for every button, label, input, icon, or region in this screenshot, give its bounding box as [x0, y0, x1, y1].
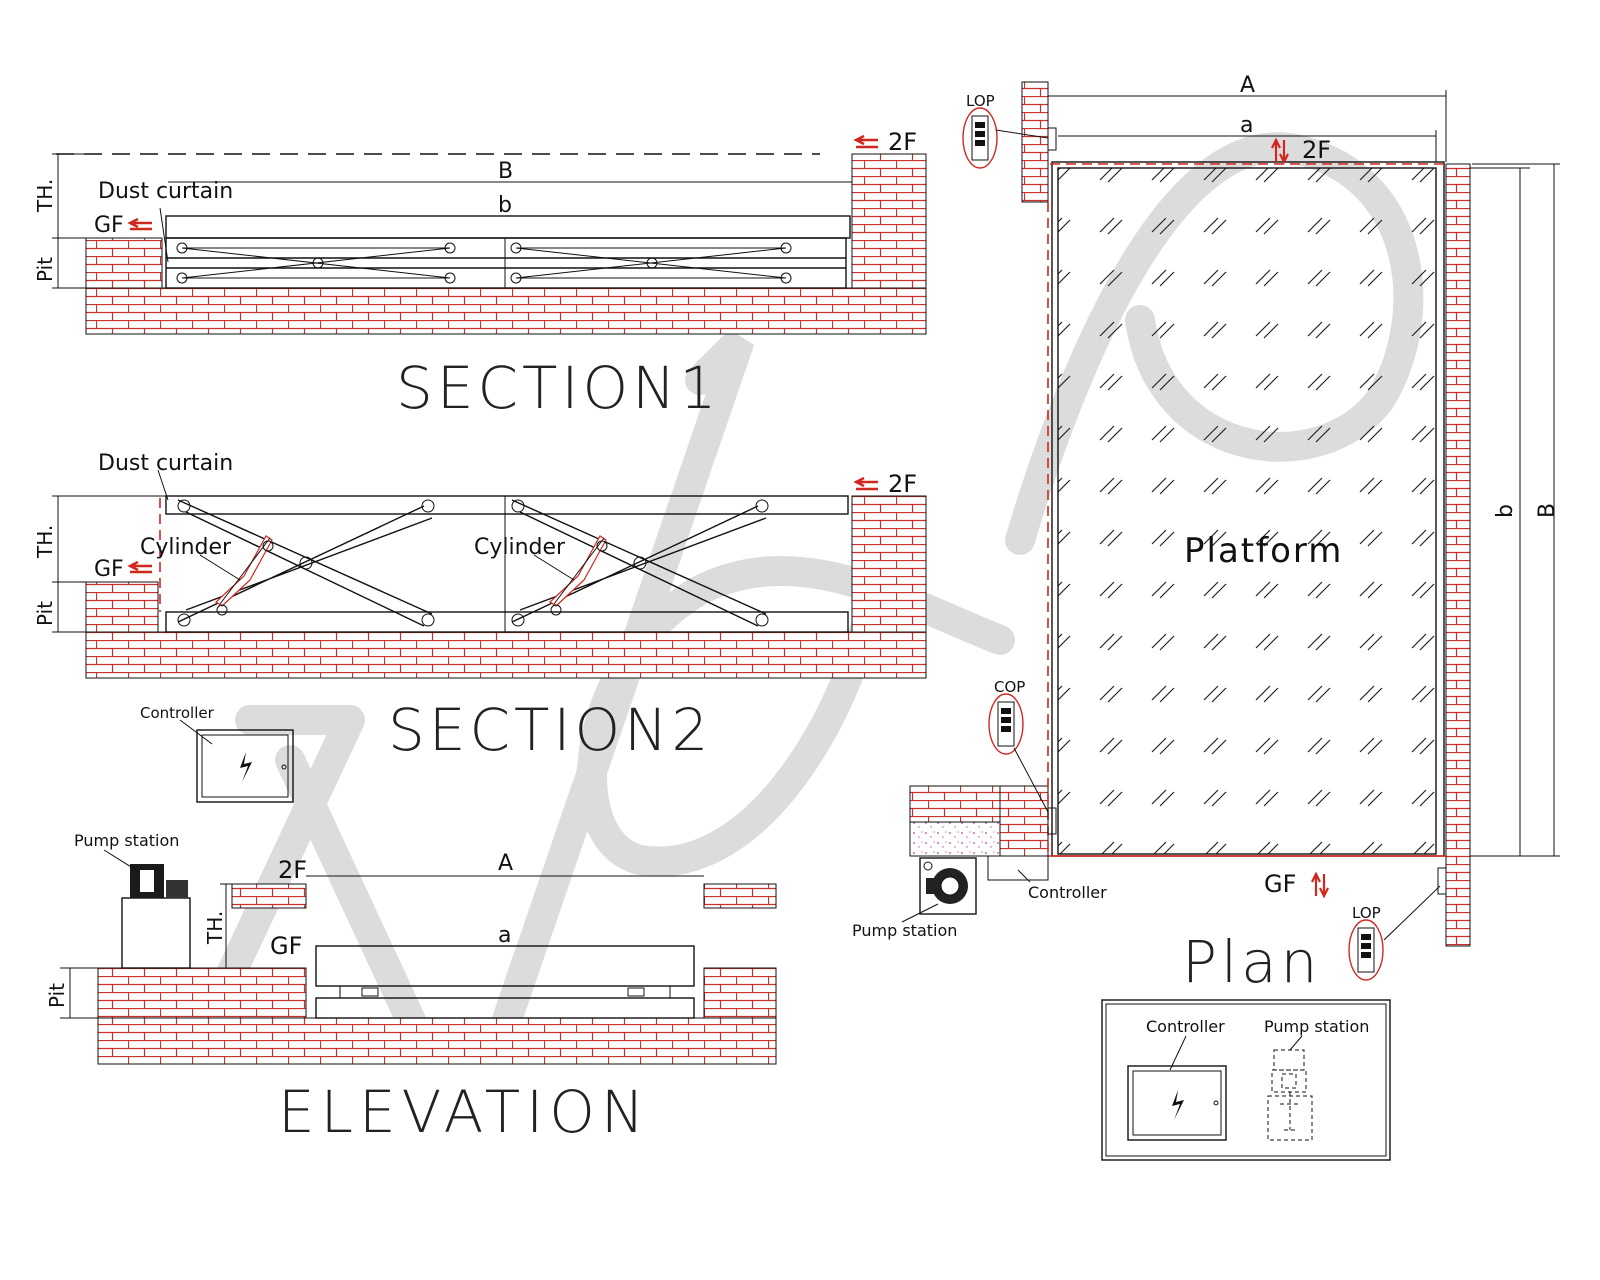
section2-title: SECTION2: [388, 696, 712, 764]
plan-bottom-left-wall-v: [999, 785, 1049, 857]
section2-2f-label: 2F: [888, 470, 917, 498]
plan-2f-label: 2F: [1302, 136, 1331, 164]
plan-lop-top: [962, 107, 1057, 169]
section1-ground-brick: [85, 287, 927, 335]
elevation-right-block: [703, 967, 777, 1019]
elevation-2f-label: 2F: [278, 856, 307, 884]
elevation-ground-brick: [97, 1017, 777, 1065]
section1-gf-label: GF: [94, 213, 124, 238]
plan-right-wall: [1445, 163, 1471, 947]
elevation-pump-station-label: Pump station: [74, 831, 179, 850]
section1-dust-curtain-label: Dust curtain: [98, 179, 233, 204]
plan-top-left-wall: [1021, 81, 1049, 203]
section1-2f-label: 2F: [888, 128, 917, 156]
plan-controller-label: Controller: [1028, 883, 1107, 902]
elevation-th-label: TH.: [203, 911, 227, 945]
plan-dim-a-lower: a: [1240, 113, 1253, 138]
elevation-dim-a-lower: a: [498, 923, 511, 948]
plan-lop-bottom: [1348, 867, 1447, 981]
controller-box-label: Controller: [140, 704, 215, 722]
legend-pump-station-label: Pump station: [1264, 1017, 1369, 1036]
section2-cylinder-left-label: Cylinder: [140, 535, 232, 560]
elevation-drawing: [60, 849, 777, 1065]
section2-cylinder-right: [549, 535, 608, 616]
elevation-gf-label: GF: [270, 932, 302, 960]
section1-drawing: [52, 134, 927, 335]
section1-dim-b-upper: B: [498, 159, 513, 184]
section2-right-wall: [851, 495, 927, 633]
legend-pump-symbol: [1267, 1049, 1313, 1141]
elevation-right-2f-slab: [703, 883, 777, 909]
plan-speckled-pit: [909, 821, 1001, 857]
section1-left-wall: [85, 237, 163, 289]
section2-pit-label: Pit: [33, 601, 57, 626]
plan-cop: [988, 693, 1057, 835]
plan-bottom-left-wall-h: [909, 785, 1001, 823]
section1-th-label: TH.: [33, 179, 57, 213]
plan-drawing: [901, 81, 1560, 981]
plan-platform-label: Platform: [1184, 531, 1343, 571]
section1-pit-label: Pit: [33, 257, 57, 282]
legend-controller-label: Controller: [1146, 1017, 1225, 1036]
plan-pump-station-label: Pump station: [852, 921, 957, 940]
plan-gf-label: GF: [1264, 870, 1296, 898]
section2-th-label: TH.: [33, 525, 57, 559]
elevation-dim-a-upper: A: [498, 851, 513, 876]
legend-controller-symbol: [1127, 1035, 1227, 1141]
elevation-pump-station: [103, 849, 191, 969]
section2-gf-label: GF: [94, 557, 124, 582]
section1-dim-b-lower: b: [498, 193, 512, 218]
plan-dim-b-lower: b: [1493, 504, 1518, 518]
section2-left-wall: [85, 581, 159, 633]
section1-right-wall: [851, 153, 927, 289]
plan-lop-top-label: LOP: [966, 92, 995, 110]
elevation-left-block: [97, 967, 307, 1019]
legend-box: [1101, 999, 1391, 1161]
elevation-title: ELEVATION: [278, 1078, 650, 1146]
elevation-pit-label: Pit: [45, 983, 69, 1008]
plan-platform: [1057, 167, 1437, 855]
section2-drawing: [52, 469, 927, 679]
lightning-icon: [240, 752, 252, 782]
plan-lop-bottom-label: LOP: [1352, 904, 1381, 922]
section1-title: SECTION1: [396, 354, 720, 422]
plan-title: Plan: [1182, 928, 1321, 996]
plan-dim-b-upper: B: [1535, 503, 1560, 518]
plan-dim-a-upper: A: [1240, 73, 1255, 98]
section2-cylinder-right-label: Cylinder: [474, 535, 566, 560]
plan-cop-label: COP: [994, 678, 1025, 696]
section2-cylinder-left: [215, 535, 274, 616]
plan-controller-box: [987, 855, 1049, 881]
controller-box: [179, 719, 294, 803]
section2-dust-curtain-label: Dust curtain: [98, 451, 233, 476]
section2-ground-brick: [85, 631, 927, 679]
elevation-left-2f-slab: [231, 883, 307, 909]
plan-pump-station: [901, 857, 977, 923]
lightning-icon: [1172, 1090, 1184, 1120]
